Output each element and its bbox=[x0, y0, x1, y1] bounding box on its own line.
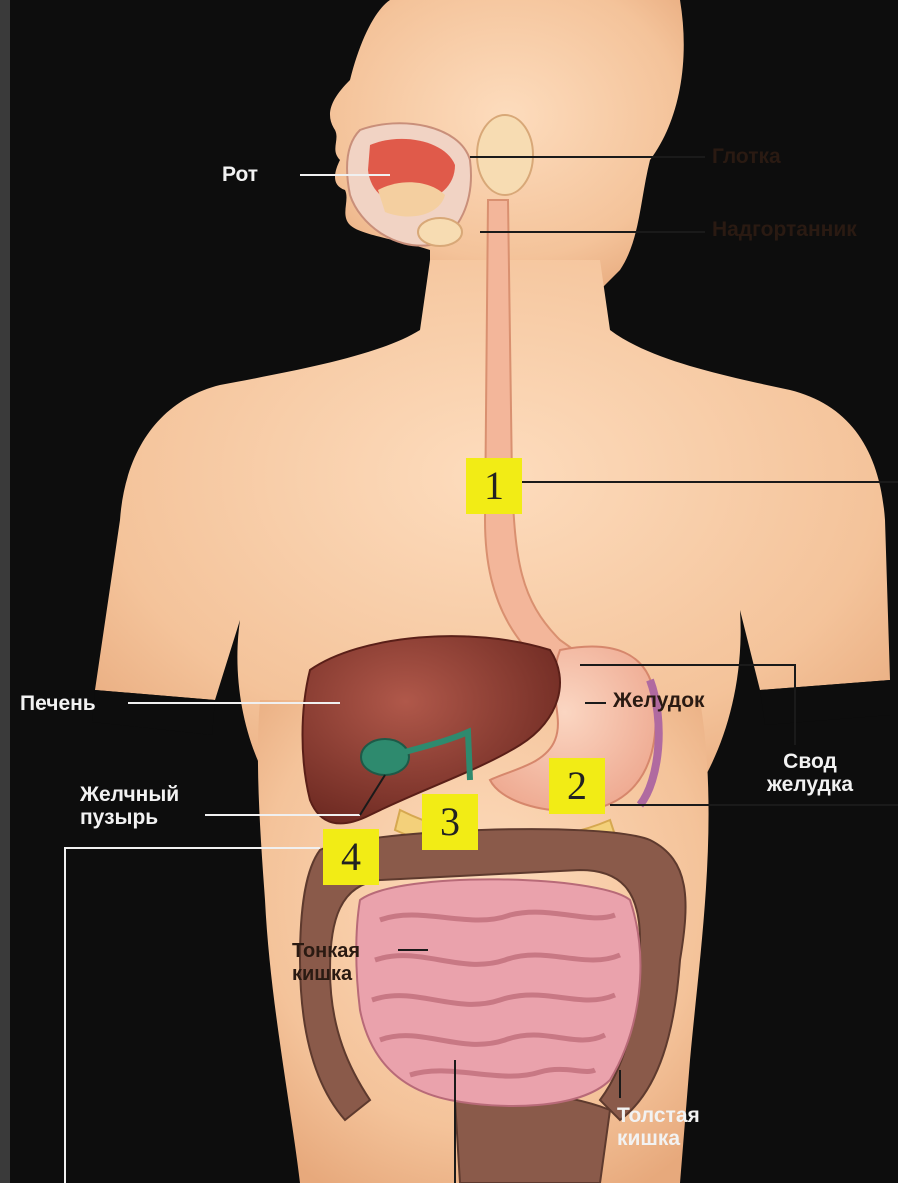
marker-1: 1 bbox=[466, 458, 522, 514]
label-liver: Печень bbox=[20, 692, 96, 715]
marker-2: 2 bbox=[549, 758, 605, 814]
label-stomach: Желудок bbox=[613, 689, 705, 712]
label-fundus: Свод желудка bbox=[745, 750, 875, 796]
label-pharynx: Глотка bbox=[712, 145, 781, 168]
label-mouth: Рот bbox=[222, 163, 258, 186]
small-intestine bbox=[356, 879, 640, 1106]
label-gallbladder: Желчный пузырь bbox=[80, 783, 179, 829]
marker-4: 4 bbox=[323, 829, 379, 885]
marker-3: 3 bbox=[422, 794, 478, 850]
left-border bbox=[0, 0, 10, 1183]
label-epiglottis: Надгортанник bbox=[712, 218, 857, 241]
label-large-intestine: Толстая кишка bbox=[617, 1104, 700, 1150]
label-small-intestine: Тонкая кишка bbox=[292, 940, 360, 986]
